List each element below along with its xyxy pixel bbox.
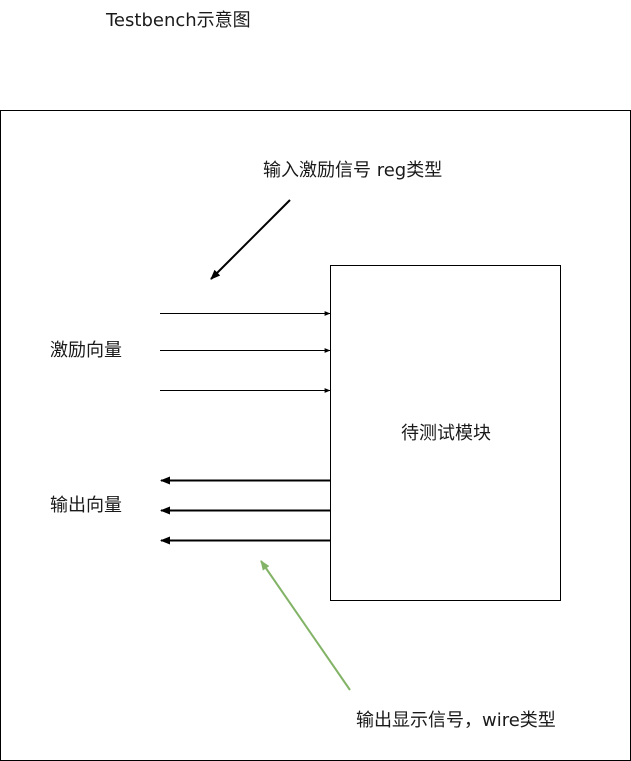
diagram-title: Testbench示意图 [106,10,251,31]
stimulus-vector-label: 激励向量 [50,340,122,361]
input-signal-note: 输入激励信号 reg类型 [263,160,443,181]
dut-label: 待测试模块 [401,423,491,444]
input-note-arrow [210,199,291,280]
output-signal-note: 输出显示信号，wire类型 [356,710,556,731]
dut-box [330,265,561,601]
output-note-arrow [260,560,351,691]
output-vector-label: 输出向量 [50,495,122,516]
